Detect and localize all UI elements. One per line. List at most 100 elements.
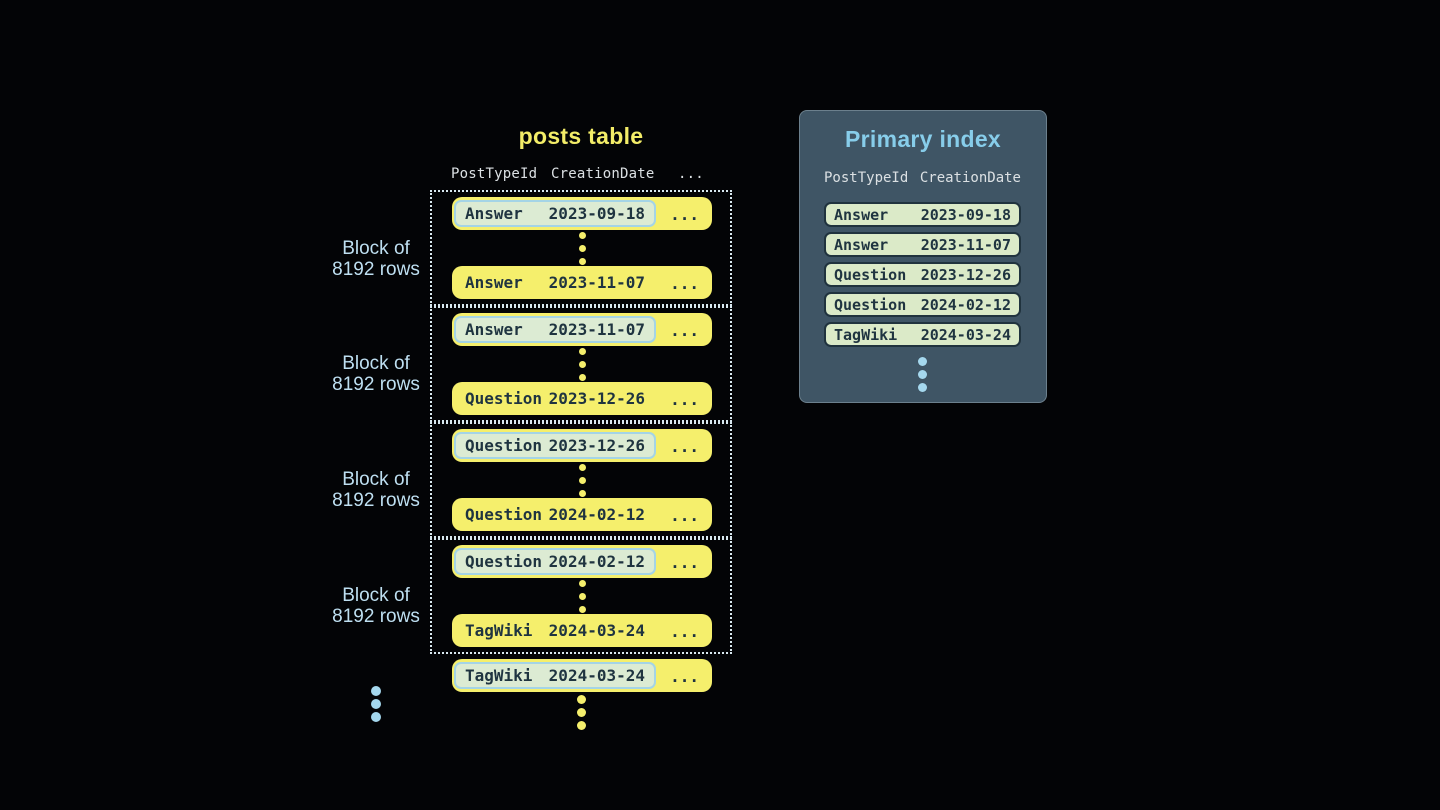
rows-ellipsis-dots xyxy=(578,463,586,497)
post-type-cell: Question xyxy=(465,389,543,408)
creation-date-cell: 2023-09-18 xyxy=(548,204,645,223)
dot xyxy=(578,244,586,252)
dot xyxy=(578,476,586,484)
creation-date-cell: 2023-09-18 xyxy=(920,205,1011,224)
index-header-creationdate: CreationDate xyxy=(919,170,1021,186)
more-rows-ellipsis-dots xyxy=(577,695,586,730)
index-row: Question 2023-12-26 xyxy=(824,262,1021,287)
row-key-highlight: Question 2023-12-26 xyxy=(454,432,656,459)
creation-date-cell: 2023-11-07 xyxy=(548,320,645,339)
creation-date-cell: 2024-02-12 xyxy=(548,552,645,571)
table-row: Answer 2023-11-07 ... xyxy=(452,313,712,346)
row-key: Question 2023-12-26 xyxy=(454,385,656,412)
dot xyxy=(578,231,586,239)
creation-date-cell: 2023-11-07 xyxy=(548,273,645,292)
row-key-highlight: Answer 2023-11-07 xyxy=(454,316,656,343)
dot xyxy=(578,373,586,381)
dot xyxy=(578,347,586,355)
post-type-cell: Answer xyxy=(834,235,889,254)
table-row: Question 2023-12-26 ... xyxy=(452,382,712,415)
posts-header-creationdate: CreationDate xyxy=(551,166,655,182)
dot xyxy=(918,383,927,392)
table-row: Answer 2023-11-07 ... xyxy=(452,266,712,299)
index-header-posttypeid: PostTypeId xyxy=(824,170,909,186)
post-type-cell: Question xyxy=(465,505,543,524)
index-row: Answer 2023-11-07 xyxy=(824,232,1021,257)
row-more-columns: ... xyxy=(670,437,699,456)
row-more-columns: ... xyxy=(670,321,699,340)
dot xyxy=(578,605,586,613)
row-more-columns: ... xyxy=(670,667,699,686)
table-row: Answer 2023-09-18 ... xyxy=(452,197,712,230)
post-type-cell: TagWiki xyxy=(834,325,898,344)
more-index-entries-ellipsis-dots xyxy=(824,357,1021,392)
rows-ellipsis-dots xyxy=(578,231,586,265)
posts-header-more-columns: ... xyxy=(678,166,704,182)
row-key-highlight: Question 2024-02-12 xyxy=(454,548,656,575)
dot xyxy=(578,360,586,368)
row-key: TagWiki 2024-03-24 xyxy=(454,617,656,644)
creation-date-cell: 2024-02-12 xyxy=(548,505,645,524)
creation-date-cell: 2023-11-07 xyxy=(920,235,1011,254)
block-3-label: Block of 8192 rows xyxy=(332,469,420,511)
post-type-cell: Answer xyxy=(465,320,523,339)
creation-date-cell: 2023-12-26 xyxy=(548,436,645,455)
post-type-cell: Question xyxy=(465,552,543,571)
creation-date-cell: 2024-03-24 xyxy=(920,325,1011,344)
index-row: TagWiki 2024-03-24 xyxy=(824,322,1021,347)
block-4-label: Block of 8192 rows xyxy=(332,585,420,627)
rows-ellipsis-dots xyxy=(578,347,586,381)
row-more-columns: ... xyxy=(670,622,699,641)
block-2-label: Block of 8192 rows xyxy=(332,353,420,395)
table-row: TagWiki 2024-03-24 ... xyxy=(452,659,712,692)
dot xyxy=(577,708,586,717)
row-more-columns: ... xyxy=(670,205,699,224)
primary-index-headers: PostTypeId CreationDate xyxy=(824,170,1021,186)
creation-date-cell: 2023-12-26 xyxy=(548,389,645,408)
creation-date-cell: 2024-02-12 xyxy=(920,295,1011,314)
row-key: Answer 2023-11-07 xyxy=(454,269,656,296)
primary-index-panel: Primary index PostTypeId CreationDate An… xyxy=(799,110,1047,403)
row-key: Question 2024-02-12 xyxy=(454,501,656,528)
post-type-cell: TagWiki xyxy=(465,621,533,640)
row-more-columns: ... xyxy=(670,390,699,409)
block-2: Answer 2023-11-07 ... Question 2023-12-2… xyxy=(430,306,732,422)
table-row: Question 2024-02-12 ... xyxy=(452,498,712,531)
table-row: Question 2023-12-26 ... xyxy=(452,429,712,462)
dot xyxy=(578,257,586,265)
dot xyxy=(577,721,586,730)
index-row: Question 2024-02-12 xyxy=(824,292,1021,317)
post-type-cell: Answer xyxy=(465,204,523,223)
block-4: Question 2024-02-12 ... TagWiki 2024-03-… xyxy=(430,538,732,654)
table-row: Question 2024-02-12 ... xyxy=(452,545,712,578)
block-1-label: Block of 8192 rows xyxy=(332,238,420,280)
post-type-cell: Answer xyxy=(834,205,889,224)
post-type-cell: Question xyxy=(834,295,907,314)
dot xyxy=(371,699,381,709)
creation-date-cell: 2024-03-24 xyxy=(548,666,645,685)
index-row: Answer 2023-09-18 xyxy=(824,202,1021,227)
creation-date-cell: 2023-12-26 xyxy=(920,265,1011,284)
dot xyxy=(918,370,927,379)
dot xyxy=(371,712,381,722)
table-row: TagWiki 2024-03-24 ... xyxy=(452,614,712,647)
row-key-highlight: TagWiki 2024-03-24 xyxy=(454,662,656,689)
primary-index-title: Primary index xyxy=(844,126,1002,152)
dot xyxy=(578,592,586,600)
dot xyxy=(578,489,586,497)
row-more-columns: ... xyxy=(670,274,699,293)
more-blocks-ellipsis-dots xyxy=(371,686,381,722)
posts-table-title: posts table xyxy=(518,123,644,149)
dot xyxy=(918,357,927,366)
post-type-cell: Question xyxy=(834,265,907,284)
primary-index-rows: Answer 2023-09-18 Answer 2023-11-07 Ques… xyxy=(824,202,1021,347)
row-key-highlight: Answer 2023-09-18 xyxy=(454,200,656,227)
creation-date-cell: 2024-03-24 xyxy=(548,621,645,640)
row-more-columns: ... xyxy=(670,553,699,572)
post-type-cell: TagWiki xyxy=(465,666,533,685)
block-3: Question 2023-12-26 ... Question 2024-02… xyxy=(430,422,732,538)
row-more-columns: ... xyxy=(670,506,699,525)
post-type-cell: Answer xyxy=(465,273,523,292)
dot xyxy=(371,686,381,696)
